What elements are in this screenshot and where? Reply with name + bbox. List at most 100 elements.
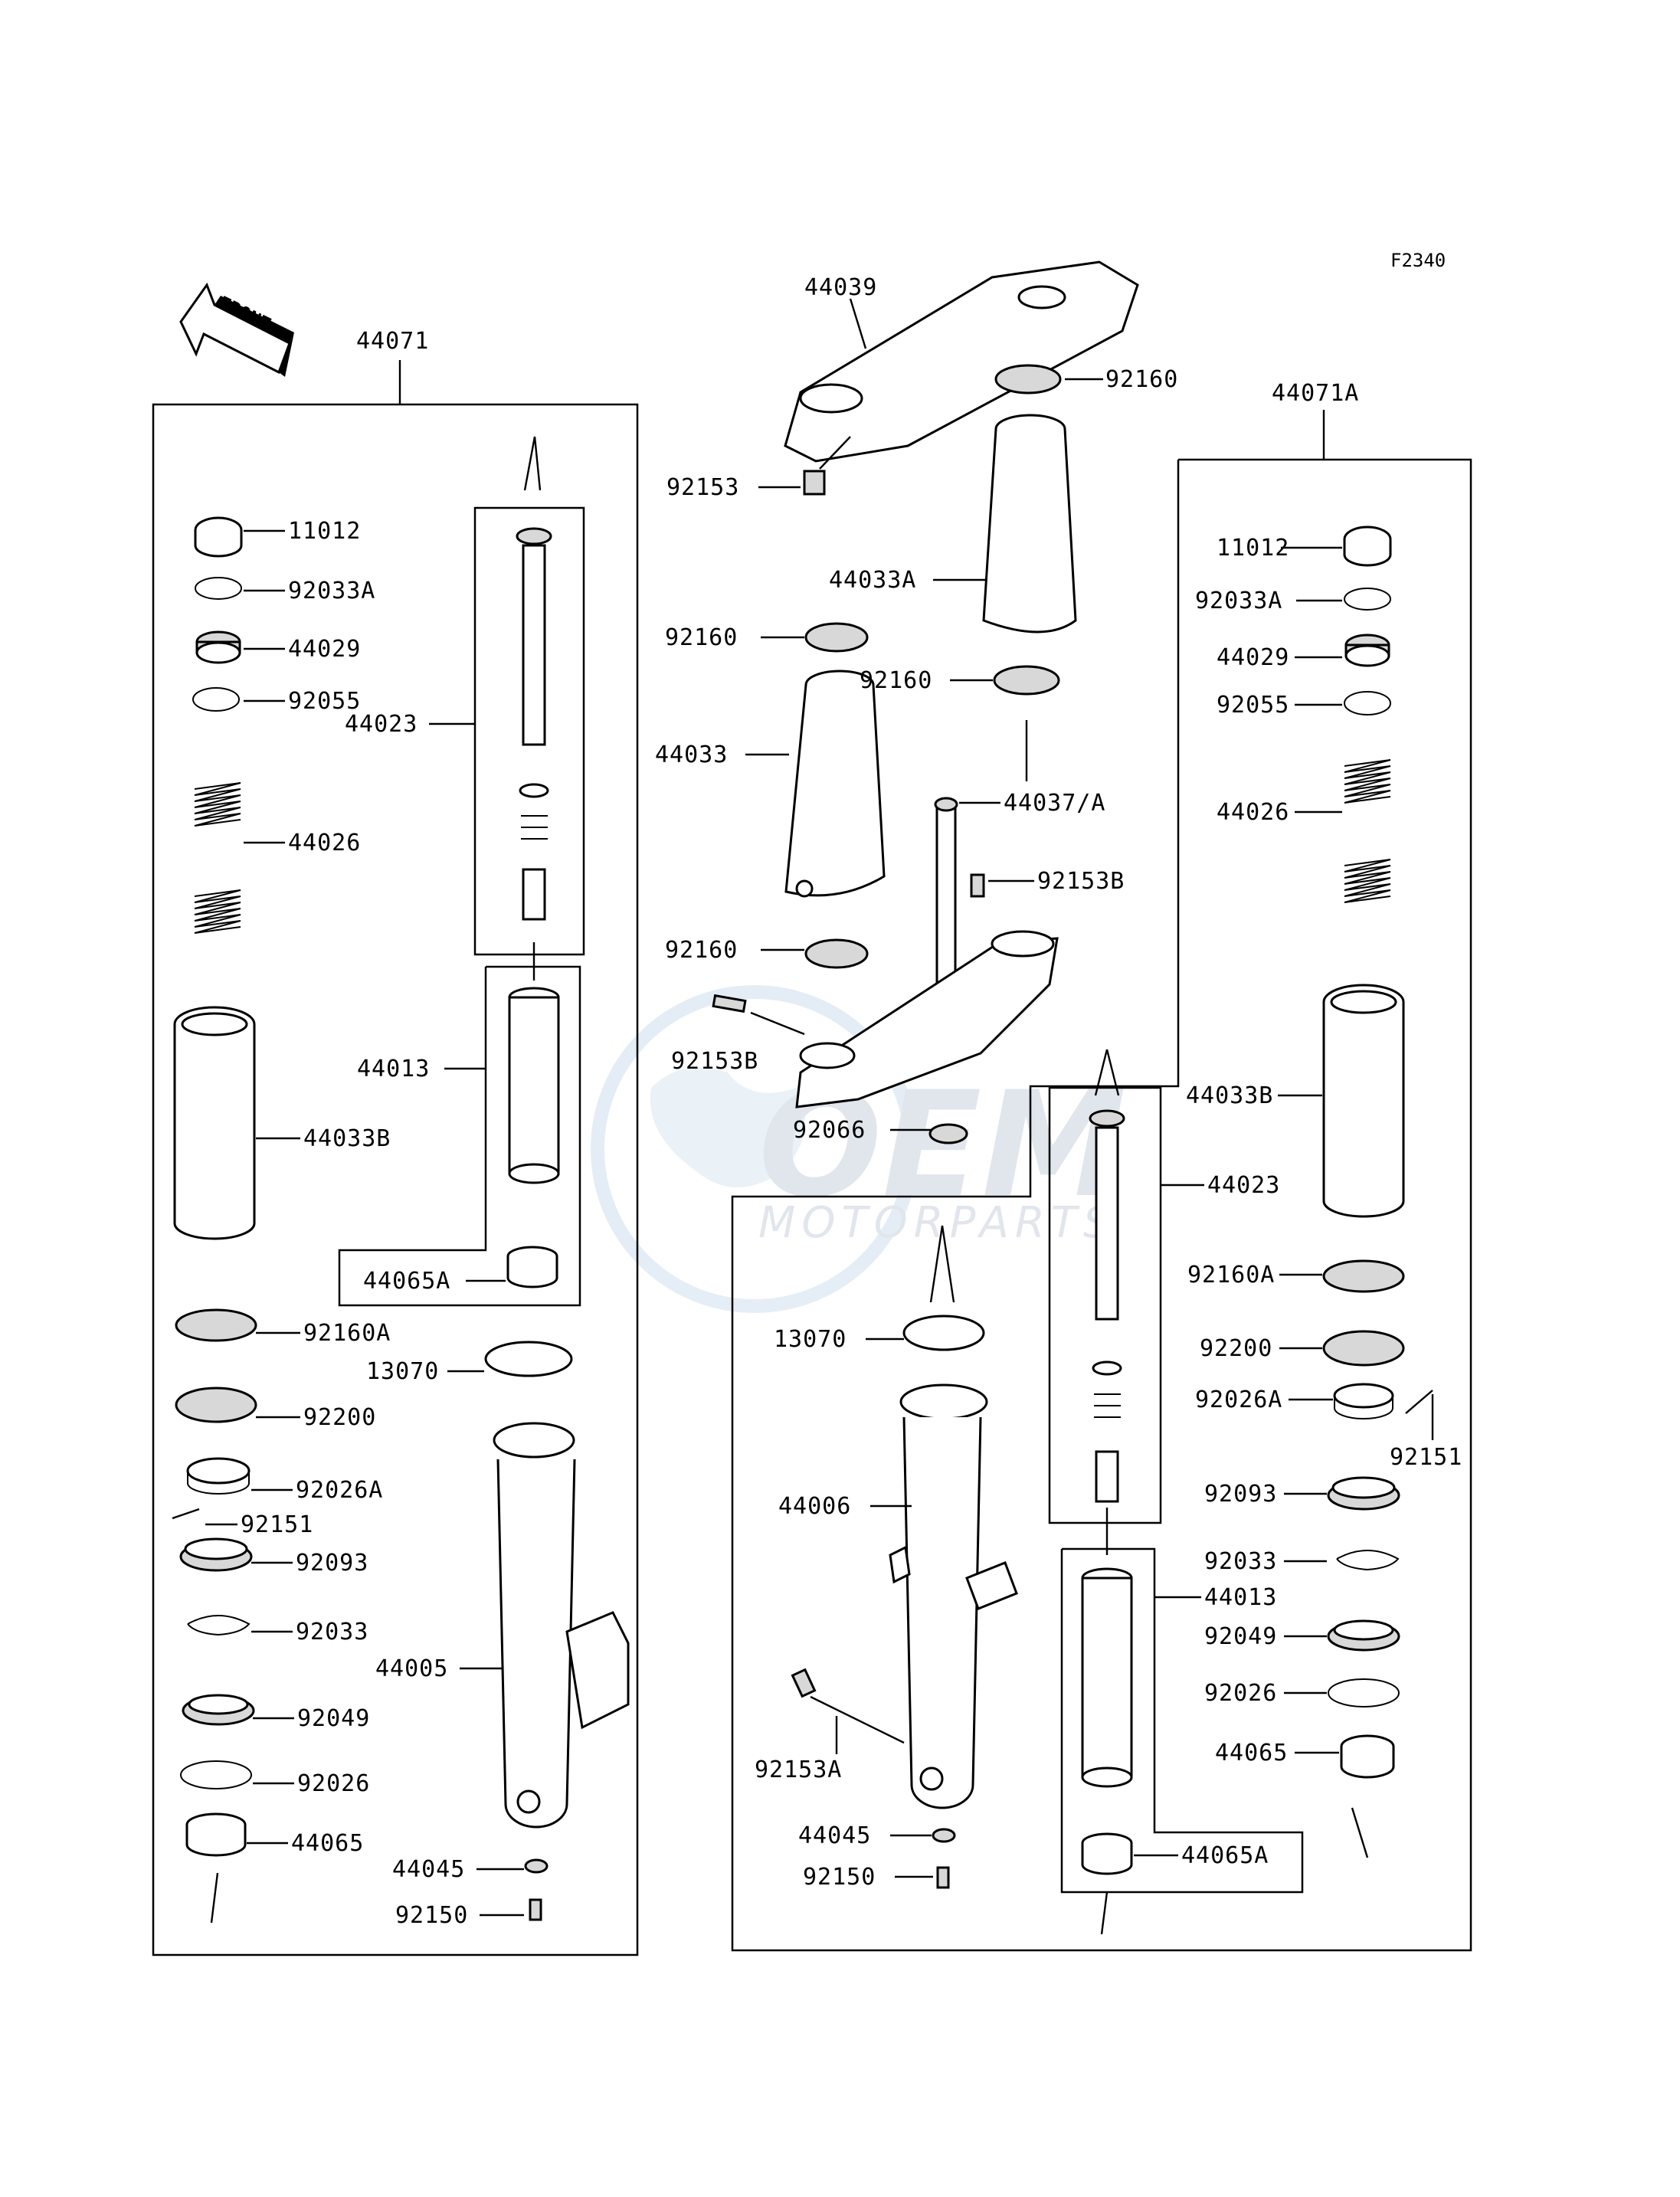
right-fork-frame [731,458,1472,1952]
r-label-44013: 44013 [1204,1584,1277,1611]
left-fork-frame [152,403,639,1956]
label-11012: 11012 [288,518,361,545]
rod-44023-part [516,527,552,921]
nut-92066-part [928,1123,968,1144]
label-92153: 92153 [666,474,739,501]
washer-92160A-part [175,1308,257,1342]
r-label-92200: 92200 [1200,1335,1272,1362]
r-seal-92049-part [1327,1619,1400,1652]
watermark-map-icon [650,1067,806,1187]
m-ring-13070-part [902,1315,985,1351]
m-bolt-92153A-part [791,1668,905,1744]
r-label-92093: 92093 [1204,1481,1277,1508]
bolt-92150-part [529,1898,542,1921]
m-label-13070: 13070 [774,1326,847,1353]
label-92153B-a: 92153B [1037,868,1125,895]
r-label-44023: 44023 [1207,1172,1280,1199]
label-92160-b: 92160 [665,624,738,651]
r-label-44026: 44026 [1217,799,1289,826]
diagram-code: F2340 [1390,250,1446,271]
r-seal-92093-part [1327,1476,1400,1511]
m-bolt-92150-part [936,1866,950,1889]
r-plug-44029-part [1344,634,1390,667]
label-92066: 92066 [793,1117,866,1144]
steering-group: 44039 92160 92153 44033A 92160 92160 440… [655,260,1178,1144]
ring-13070-part [484,1341,573,1377]
pipe-44013-part [508,987,560,1184]
upper-bracket-44039-part [784,260,1139,463]
right-fork-number: 44071A [1272,380,1359,407]
label-92160-d: 92160 [665,937,738,964]
washer-92200-part [175,1387,257,1423]
m-label-44045: 44045 [798,1822,871,1849]
r-washer-92200-part [1322,1330,1405,1367]
r-rod-44023-part [1089,1109,1125,1503]
label-13070: 13070 [366,1358,439,1385]
r-label-11012: 11012 [1217,535,1289,562]
bolt-92153B-b-part [712,994,805,1036]
seal-92093-part [179,1537,253,1572]
clamp-92026A-part [172,1457,251,1520]
spring-44026-part [194,782,241,934]
left-fork-number: 44071 [356,328,429,355]
tube-44033B-part [173,1006,256,1240]
label-92026: 92026 [297,1770,370,1797]
m-label-92150: 92150 [803,1864,876,1891]
m-label-92153A: 92153A [755,1757,842,1783]
seal-92160-c-part [993,665,1060,696]
label-44039: 44039 [804,274,877,301]
cover-44033-part [784,670,886,898]
clip-92033-part [187,1615,251,1636]
m-washer-44045-part [932,1828,956,1843]
bolt-92153-part [803,436,851,496]
r-label-92151: 92151 [1390,1444,1462,1471]
r-washer-92026-part [1328,1678,1400,1708]
label-44033A: 44033A [829,567,916,594]
r-label-92160A: 92160A [1187,1262,1275,1288]
label-44029: 44029 [288,636,361,663]
r-label-44033B: 44033B [1186,1082,1273,1109]
left-damper-box [473,506,585,956]
cap-11012-part [194,516,243,558]
r-label-92026: 92026 [1204,1680,1277,1707]
bolt-92153B-a-part [970,873,985,898]
plug-44029-part [195,630,241,664]
outer-tube-44005-part [493,1422,630,1829]
left-pipe-box [338,965,581,1307]
label-44026: 44026 [288,830,361,856]
r-clamp-92026A-part [1333,1383,1433,1419]
right-damper-box [1048,1086,1162,1524]
label-44033: 44033 [655,742,728,768]
watermark-globe-icon [591,985,919,1313]
r-label-44065A: 44065A [1181,1842,1269,1869]
label-92160-top: 92160 [1105,366,1178,393]
label-92200: 92200 [303,1404,376,1431]
label-92093: 92093 [296,1550,368,1577]
r-label-44065: 44065 [1215,1740,1288,1766]
label-92151: 92151 [241,1511,313,1538]
bushing-44065-part [185,1812,247,1857]
oring-92055-part [192,687,240,712]
r-label-92033: 92033 [1204,1548,1277,1575]
r-label-92049: 92049 [1204,1623,1277,1650]
lower-bracket-part [795,930,1059,1108]
seal-92160-top-part [994,364,1062,395]
label-44013: 44013 [357,1056,430,1082]
right-fork-group: 44071A [731,380,1472,1952]
label-92153B-b: 92153B [671,1048,758,1075]
bushing-44065A-part [506,1246,558,1288]
r-pipe-44013-part [1081,1567,1133,1788]
label-92055: 92055 [288,688,361,715]
label-44023: 44023 [345,711,418,738]
r-bushing-44065A-part [1081,1832,1133,1875]
r-bushing-44065-part [1340,1734,1395,1779]
seal-92160-d-part [804,938,869,969]
r-cap-11012-part [1343,526,1392,567]
watermark-sub: MOTORPARTS [758,1198,1117,1248]
r-ring-92033A-part [1344,588,1391,611]
label-44045: 44045 [392,1856,465,1883]
label-44033B: 44033B [303,1125,391,1152]
r-label-92026A: 92026A [1195,1387,1282,1413]
label-44037A: 44037/A [1004,790,1105,817]
